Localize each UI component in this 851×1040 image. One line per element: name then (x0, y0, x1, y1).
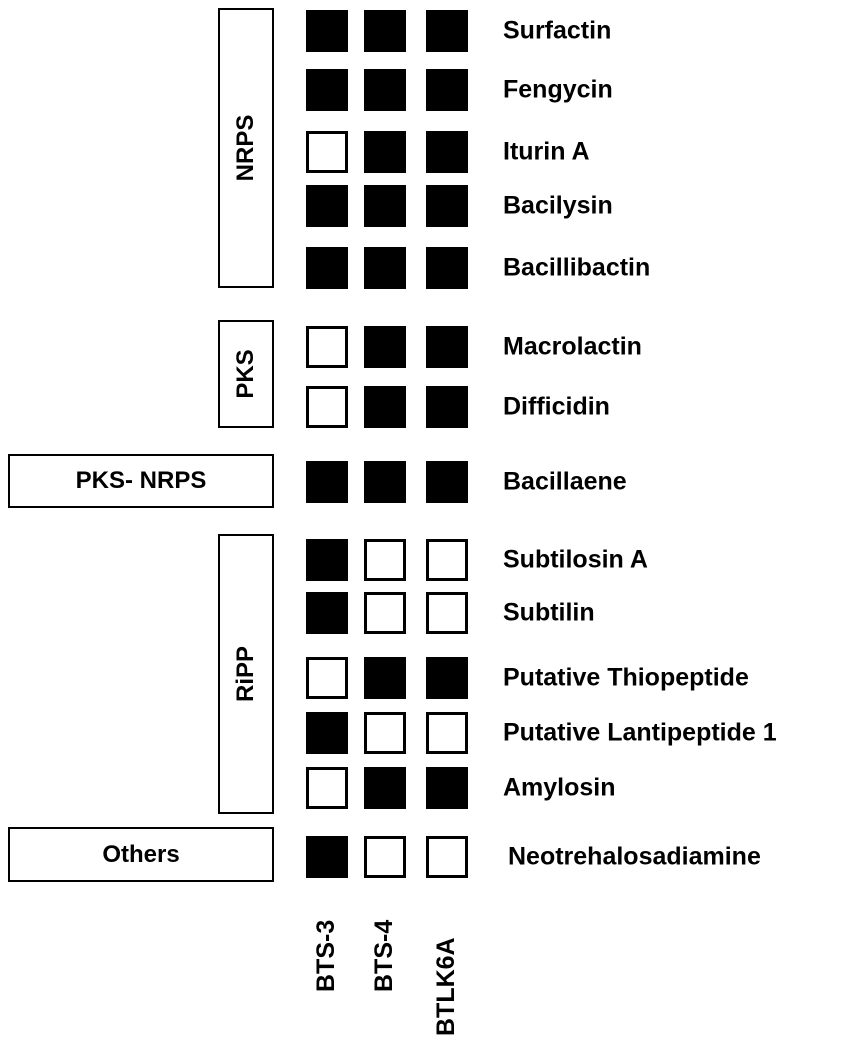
cell-r13-c0 (306, 836, 348, 878)
cell-r7-c0 (306, 461, 348, 503)
cell-r8-c2 (426, 539, 468, 581)
group-box-pks-nrps: PKS- NRPS (8, 454, 274, 508)
cell-r5-c0 (306, 326, 348, 368)
cell-r4-c0 (306, 247, 348, 289)
group-label-nrps: NRPS (232, 114, 259, 182)
cell-r11-c0 (306, 712, 348, 754)
cell-r3-c1 (364, 185, 406, 227)
cell-r7-c1 (364, 461, 406, 503)
group-box-pks: PKS (218, 320, 274, 428)
cluster-label: Macrolactin (503, 332, 642, 361)
group-label-pks: PKS (232, 349, 259, 399)
cell-r10-c1 (364, 657, 406, 699)
strain-label: BTS-4 (370, 919, 398, 992)
group-box-ripp: RiPP (218, 534, 274, 814)
cell-r5-c2 (426, 326, 468, 368)
cell-r9-c0 (306, 592, 348, 634)
cell-r1-c2 (426, 69, 468, 111)
group-box-others: Others (8, 827, 274, 882)
cell-r6-c1 (364, 386, 406, 428)
cell-r4-c2 (426, 247, 468, 289)
cell-r3-c2 (426, 185, 468, 227)
cell-r0-c1 (364, 10, 406, 52)
cluster-label: Subtilin (503, 598, 595, 627)
cluster-label: Surfactin (503, 16, 612, 45)
cell-r0-c0 (306, 10, 348, 52)
cell-r0-c2 (426, 10, 468, 52)
strain-label: BTS-3 (312, 919, 340, 992)
cell-r1-c0 (306, 69, 348, 111)
cluster-label: Subtilosin A (503, 545, 648, 574)
cell-r6-c0 (306, 386, 348, 428)
cluster-label: Bacillibactin (503, 253, 651, 282)
cell-r8-c1 (364, 539, 406, 581)
cell-r2-c2 (426, 131, 468, 173)
cluster-label: Putative Lantipeptide 1 (503, 718, 777, 747)
cell-r4-c1 (364, 247, 406, 289)
cluster-label: Fengycin (503, 75, 613, 104)
cluster-label: Bacilysin (503, 191, 613, 220)
cell-r12-c2 (426, 767, 468, 809)
group-label-ripp: RiPP (232, 645, 259, 703)
cell-r12-c1 (364, 767, 406, 809)
strain-label: BTLK6A (432, 937, 460, 1036)
group-label-others: Others (102, 840, 180, 868)
cell-r5-c1 (364, 326, 406, 368)
group-label-pks-nrps: PKS- NRPS (75, 467, 207, 494)
cell-r12-c0 (306, 767, 348, 809)
cell-r8-c0 (306, 539, 348, 581)
cluster-label: Bacillaene (503, 467, 627, 496)
cluster-label: Amylosin (503, 773, 616, 802)
cell-r2-c0 (306, 131, 348, 173)
cell-r2-c1 (364, 131, 406, 173)
cell-r11-c1 (364, 712, 406, 754)
cluster-label: Neotrehalosadiamine (508, 842, 761, 871)
cell-r10-c2 (426, 657, 468, 699)
group-box-nrps: NRPS (218, 8, 274, 288)
cell-r13-c1 (364, 836, 406, 878)
cell-r9-c1 (364, 592, 406, 634)
cell-r7-c2 (426, 461, 468, 503)
cell-r3-c0 (306, 185, 348, 227)
cluster-label: Iturin A (503, 137, 590, 166)
cell-r9-c2 (426, 592, 468, 634)
cell-r10-c0 (306, 657, 348, 699)
cell-r11-c2 (426, 712, 468, 754)
cluster-label: Difficidin (503, 392, 610, 421)
cluster-label: Putative Thiopeptide (503, 663, 749, 692)
cell-r6-c2 (426, 386, 468, 428)
cell-r13-c2 (426, 836, 468, 878)
cell-r1-c1 (364, 69, 406, 111)
